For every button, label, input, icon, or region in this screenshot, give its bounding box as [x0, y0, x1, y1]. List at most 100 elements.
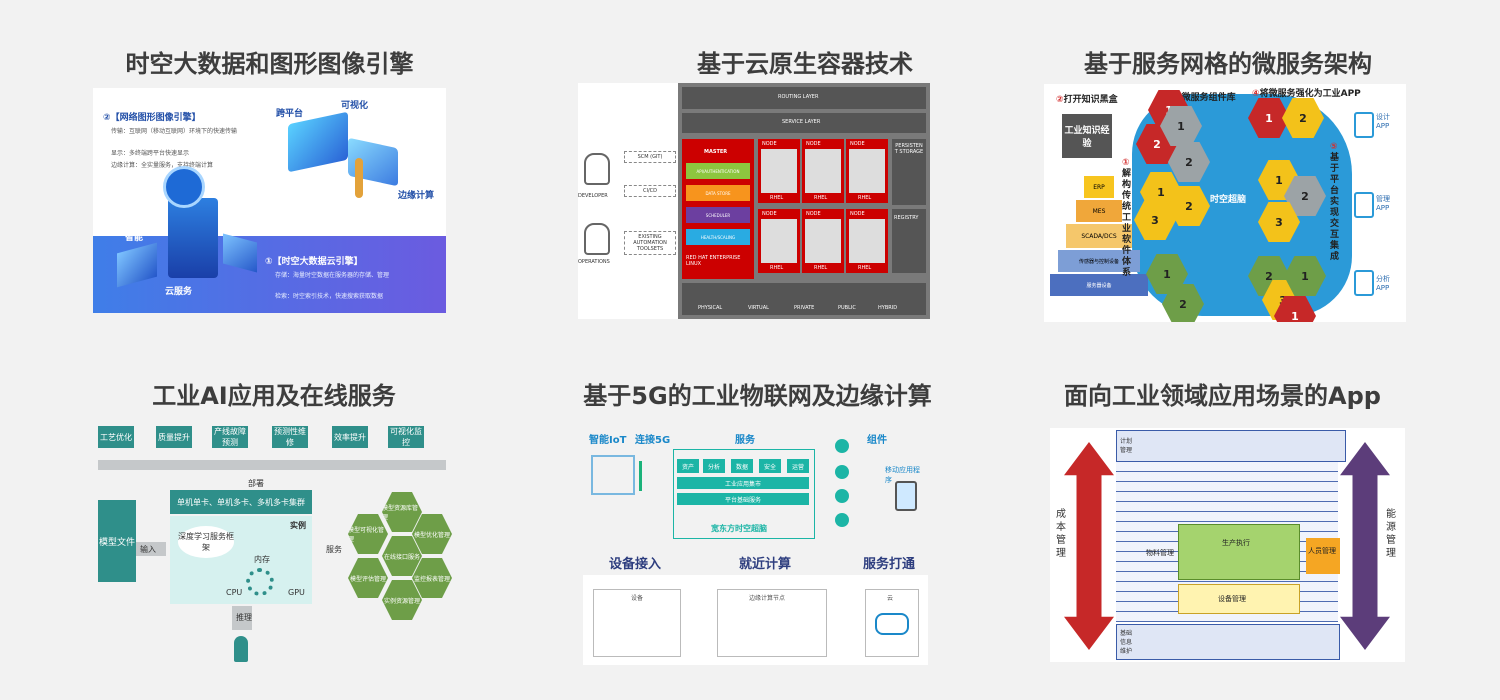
equipment-block: [1178, 584, 1300, 614]
pyramid-level: MES: [1076, 200, 1122, 222]
rhel-label: RHEL: [770, 265, 784, 271]
person-icon: [355, 158, 363, 198]
title-service-mesh: 基于服务网格的微服务架构: [1084, 50, 1372, 78]
gear-icon: [246, 568, 274, 596]
brain-label: 宽东方时空超脑: [711, 524, 767, 533]
laptop-icon: [288, 111, 348, 173]
service-hex: 模型可视化管理: [348, 514, 388, 554]
openshift-diagram: ROUTING LAYER SERVICE LAYER MASTER API/A…: [678, 83, 930, 319]
service-chip: 分析: [703, 459, 725, 473]
application-box: 产线故障预测: [212, 426, 248, 448]
section2-title: ②【网络图形图像引擎】: [103, 113, 201, 123]
routing-layer: [682, 87, 926, 109]
infer-label: 推理: [236, 613, 252, 622]
infrastructure-bar: [682, 283, 926, 315]
node-label: NODE: [850, 141, 865, 147]
manage-app-label: 管理 APP: [1376, 195, 1390, 212]
server-rack-icon: [168, 198, 218, 278]
dev-access-label: 设备接入: [609, 557, 662, 572]
gpu-label: GPU: [288, 588, 305, 597]
master-item: API/AUTHENTICATION: [686, 163, 750, 179]
node-inner: [849, 149, 885, 193]
knowledge-box: 工业知识经验: [1062, 114, 1112, 158]
panel-spatiotemporal-engine: ②【网络图形图像引擎】 传输：互联网（移动互联网）环境下的快速传输 显示：多终端…: [93, 88, 446, 313]
rhel-label: RHEL: [858, 195, 872, 201]
phone-icon: [895, 481, 917, 511]
service-hex: 实例资源管理: [382, 580, 422, 620]
section1-item: 检索：时空索引技术，快速搜索获取数据: [275, 293, 384, 300]
people-label: 人员管理: [1308, 547, 1336, 555]
infer-arrow: [232, 606, 252, 630]
operations-label: OPERATIONS: [578, 259, 610, 265]
title-industrial-ai: 工业AI应用及在线服务: [152, 382, 396, 410]
step4-num: ④: [1252, 89, 1260, 99]
basic-info-block: [1116, 624, 1340, 660]
service-chip: 运营: [787, 459, 809, 473]
cloud-label: 云: [887, 595, 894, 602]
pyramid-level: 传感器与控制设备: [1058, 250, 1140, 272]
service-chip: 资产: [677, 459, 699, 473]
panel-cloud-native: DEVELOPER OPERATIONS SCM (GIT) CI/CD EXI…: [578, 83, 930, 319]
smart-label: 智能: [125, 233, 144, 243]
component-circle: [835, 513, 849, 527]
analysis-app-label: 分析 APP: [1376, 275, 1390, 292]
developer-icon: [584, 153, 610, 185]
step4-text: 将微服务强化为工业APP: [1259, 89, 1361, 99]
component-circle: [835, 465, 849, 479]
node-label: NODE: [762, 141, 777, 147]
mobile-label: 移动应用程序: [885, 466, 920, 484]
infra-label: PRIVATE: [794, 305, 815, 311]
node-inner: [805, 149, 841, 193]
infra-label: VIRTUAL: [748, 305, 769, 311]
cloud-group: [865, 589, 919, 657]
service-open-label: 服务打通: [863, 557, 916, 572]
panel-industrial-app: 成本管理 能源管理 计划管理 生产执行 物料管理 人员管理 设备管理 基础信息维…: [1050, 428, 1405, 662]
edge-compute-label: 边缘计算: [398, 191, 435, 201]
device-label: 设备: [631, 595, 644, 602]
framework-bubble: 深度学习服务框架: [178, 526, 234, 558]
cloud-service-label: 云服务: [165, 287, 193, 297]
automation-box: EXISTING AUTOMATION TOOLSETS: [624, 231, 676, 255]
service-label: 服务: [326, 545, 342, 554]
service-hex-grey: 2: [1168, 142, 1210, 182]
design-app-label: 设计 APP: [1376, 113, 1390, 130]
persistent-storage-label: PERSISTEN T STORAGE: [894, 143, 924, 155]
rhel-label: RHEL: [858, 265, 872, 271]
title-cloud-native: 基于云原生容器技术: [697, 50, 913, 78]
section1-title: ①【时空大数据云引擎】: [265, 257, 363, 267]
component-circle: [835, 439, 849, 453]
application-box: 工艺优化: [98, 426, 134, 448]
pyramid-level: 服务器设备: [1050, 274, 1148, 296]
section1-item: 存储：海量时空数据在服务器的存储、管理: [275, 272, 390, 279]
logo-circle-icon: [163, 166, 205, 208]
service-hex: 模型评估管理: [348, 558, 388, 598]
service-hex: 监控报表管理: [412, 558, 452, 598]
scm-box: SCM (GIT): [624, 151, 676, 163]
instance-label: 实例: [290, 521, 306, 530]
node-label: NODE: [806, 211, 821, 217]
factory-icon: [591, 455, 635, 495]
production-label: 生产执行: [1222, 539, 1250, 547]
app-bus-bar: [98, 460, 446, 470]
analysis-app-icon: [1354, 270, 1374, 296]
manage-app-icon: [1354, 192, 1374, 218]
device-group: [593, 589, 681, 657]
service-chip: 数据: [731, 459, 753, 473]
master-item: DATA STORE: [686, 185, 750, 201]
step2-num: ②: [1056, 95, 1064, 105]
cloud-server-icon: [875, 613, 909, 635]
section2-item: 显示：多终端跨平台快速显示: [111, 150, 190, 157]
energy-label: 能源管理: [1386, 509, 1396, 559]
step1-text: 解构传统工业软件体系: [1122, 169, 1132, 278]
deploy-label: 部署: [248, 479, 264, 488]
service-layer-label: SERVICE LAYER: [782, 119, 821, 125]
basic-info-label: 基础信息维护: [1120, 630, 1133, 655]
step4-label: ④将微服务强化为工业APP: [1252, 86, 1361, 99]
step2-label: ②打开知识黑盒: [1056, 92, 1118, 105]
step2-text: 打开知识黑盒: [1063, 95, 1118, 105]
plan-label: 计划管理: [1120, 438, 1133, 454]
rhel-label: RHEL: [814, 265, 828, 271]
edge-node-label: 边缘计算节点: [749, 595, 786, 602]
node-inner: [849, 219, 885, 263]
step5-text: 基于平台实现交互集成: [1330, 153, 1340, 262]
